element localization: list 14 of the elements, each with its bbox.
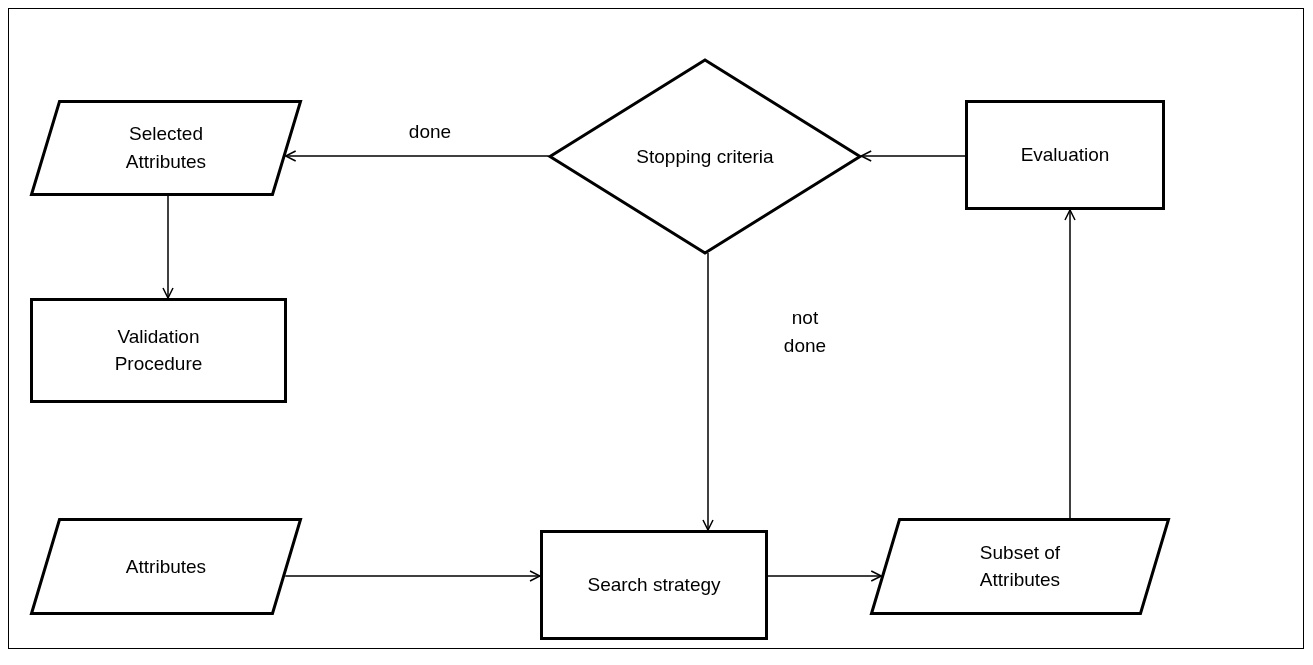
node-label: Selected Attributes xyxy=(124,122,208,174)
arrow xyxy=(284,570,541,582)
arrow xyxy=(1064,209,1076,519)
arrow xyxy=(702,252,714,531)
node-label: Subset of Attributes xyxy=(978,540,1062,593)
arrow xyxy=(767,570,882,582)
node-label: Validation Procedure xyxy=(113,324,204,377)
node-label: Attributes xyxy=(124,554,208,579)
node-label: Search strategy xyxy=(586,573,722,598)
arrow xyxy=(162,195,174,299)
arrow xyxy=(284,150,550,162)
node-label: Evaluation xyxy=(1019,143,1111,168)
node-label: Stopping criteria xyxy=(635,144,775,169)
arrow xyxy=(860,150,966,162)
